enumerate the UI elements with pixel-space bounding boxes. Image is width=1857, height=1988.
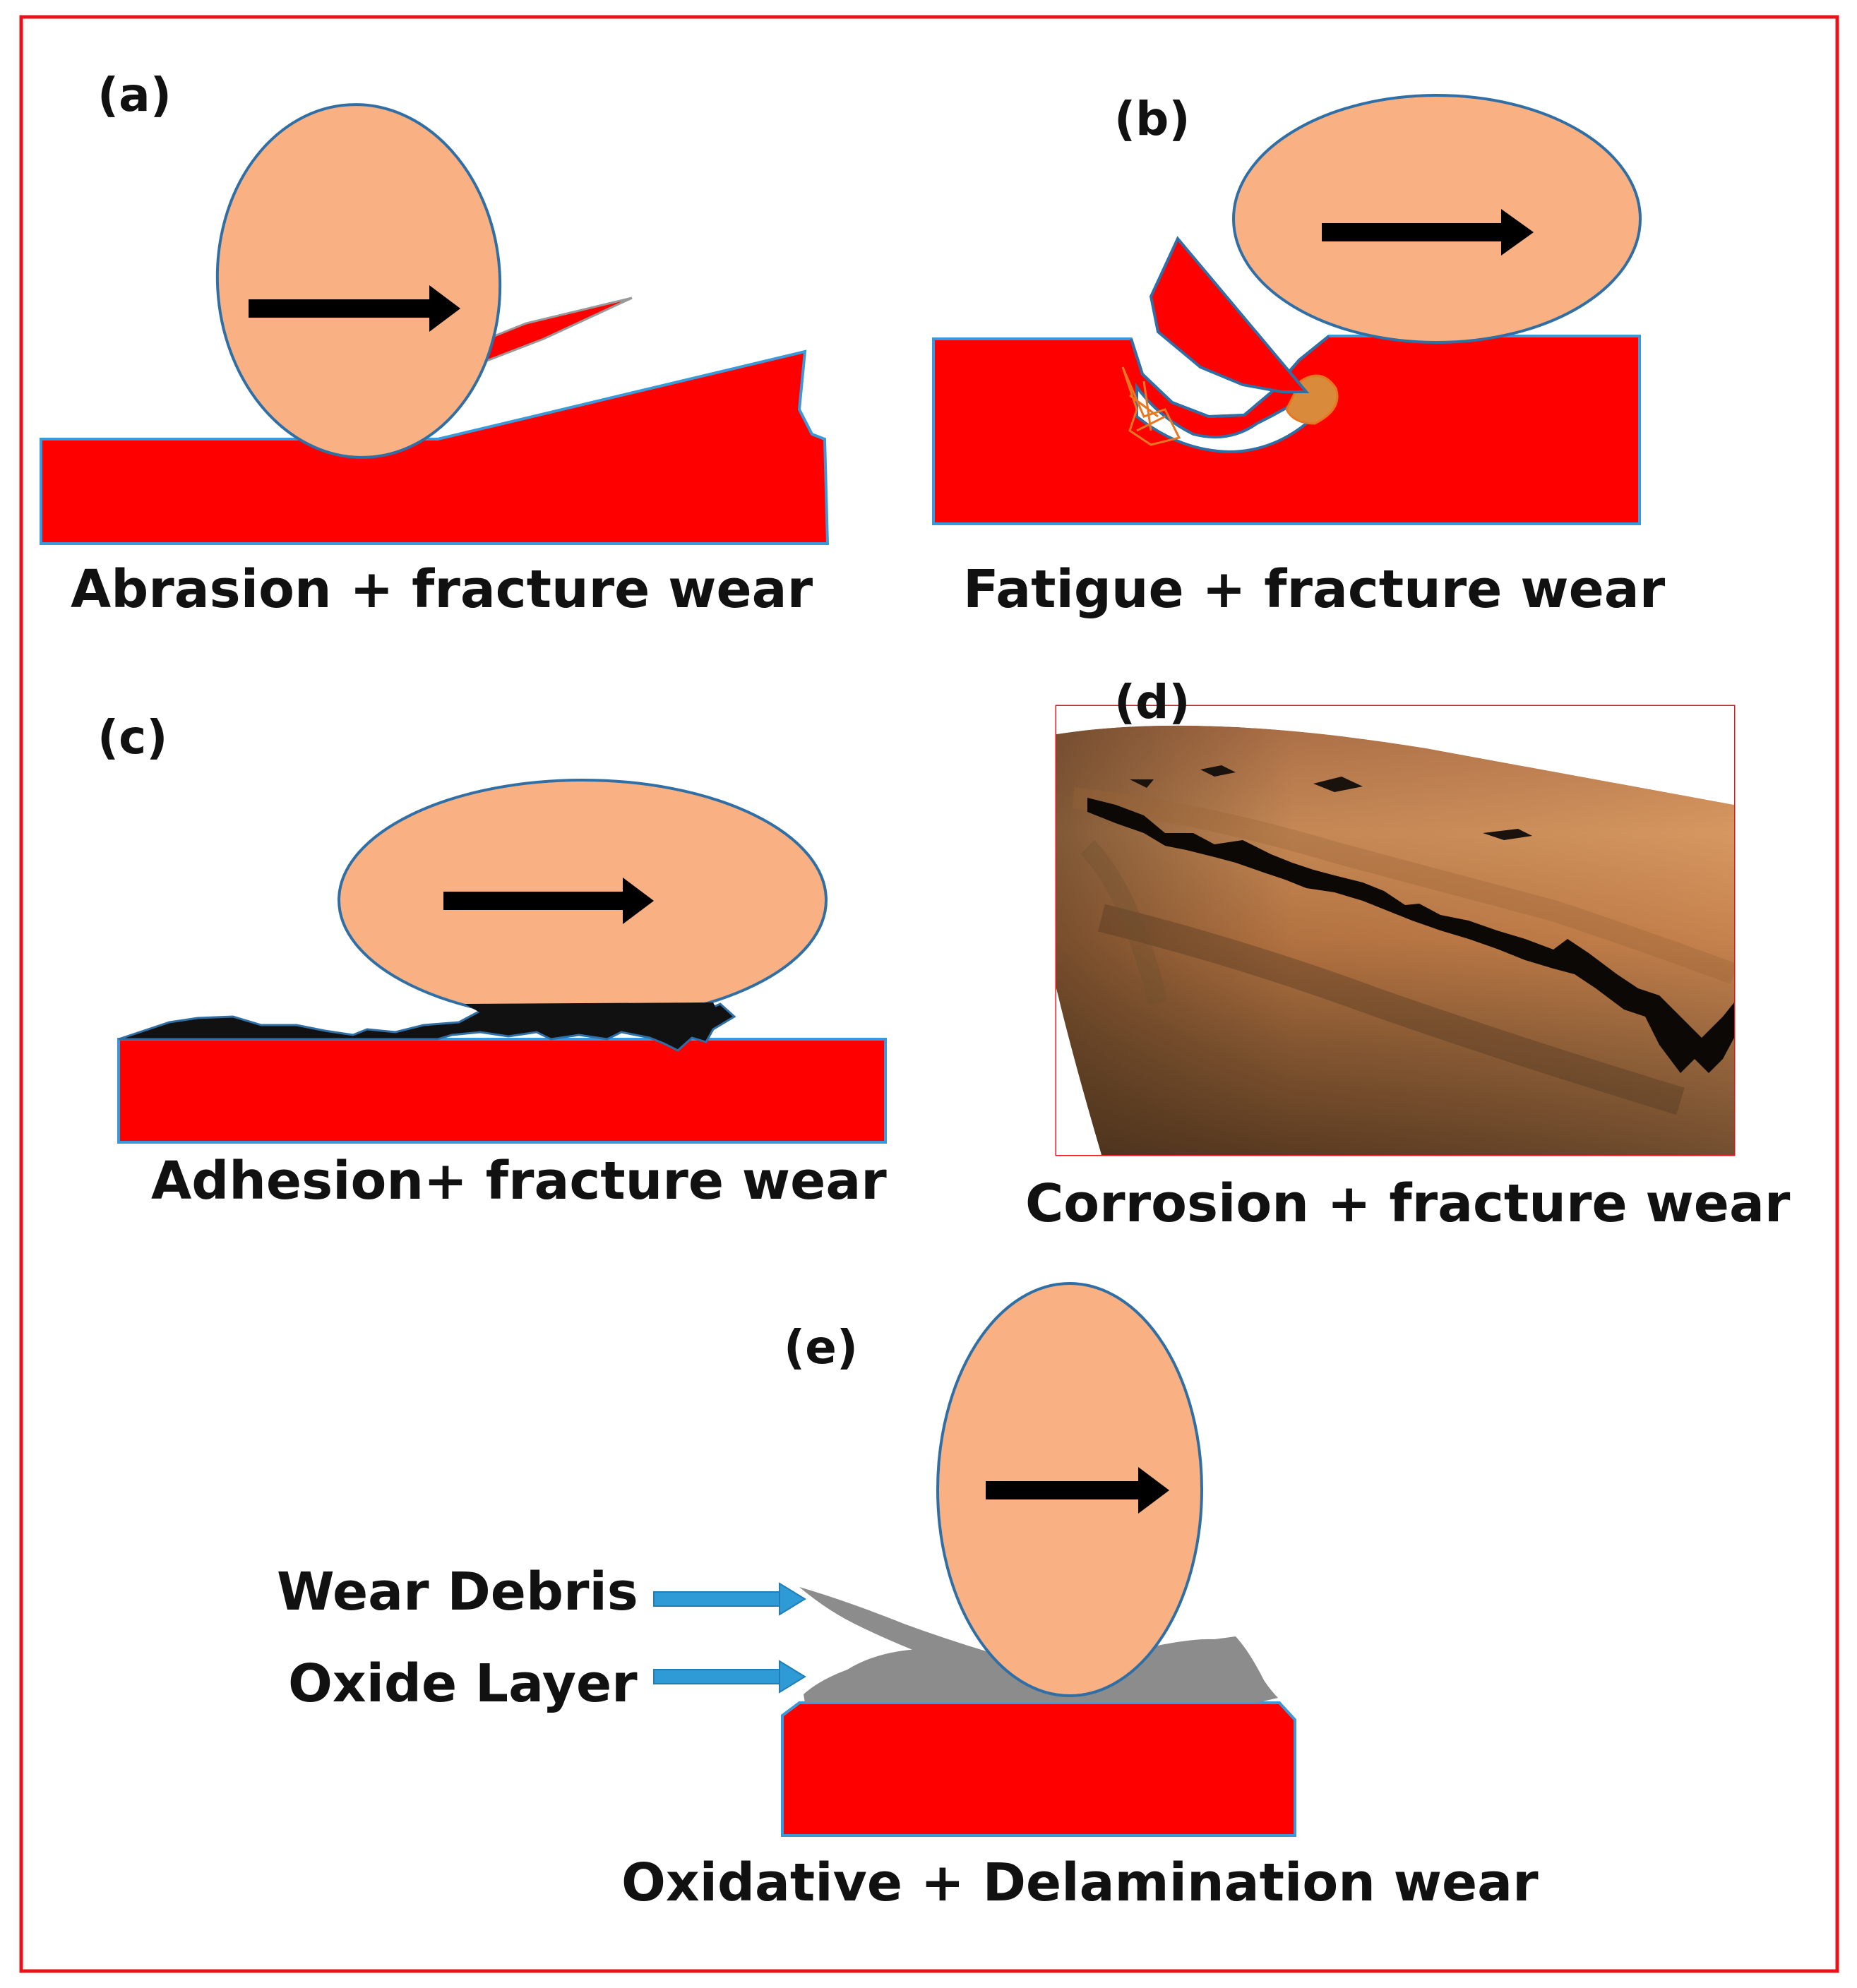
- wear-debris-callout-arrow: [653, 1582, 806, 1616]
- fractured-particle-b: [1149, 236, 1310, 393]
- callout-oxide-layer: Oxide Layer: [288, 1653, 638, 1714]
- panel-letter-b: (b): [1114, 92, 1190, 146]
- motion-arrow-b: [1322, 209, 1534, 256]
- callout-wear-debris: Wear Debris: [277, 1562, 638, 1622]
- wear-debris-e: [799, 1587, 989, 1667]
- panel-letter-c: (c): [97, 710, 168, 765]
- caption-b: Fatigue + fracture wear: [963, 559, 1666, 620]
- motion-arrow-e: [986, 1467, 1169, 1514]
- oxide-layer-callout-arrow: [653, 1660, 806, 1694]
- panel-letter-d: (d): [1114, 675, 1190, 729]
- corrosion-crack: [1087, 798, 1734, 1073]
- outer-frame: [19, 15, 1839, 1973]
- panel-letter-e: (e): [784, 1320, 859, 1375]
- motion-arrow-a: [249, 285, 460, 332]
- panel-a: [40, 103, 830, 545]
- panel-d: [1055, 705, 1736, 1156]
- panel-c: [117, 779, 887, 1144]
- crack-damage-left-b: [1121, 366, 1181, 446]
- substrate-c: [117, 1038, 887, 1144]
- panel-e: [653, 1282, 1296, 1837]
- panel-letter-a: (a): [97, 68, 172, 122]
- caption-c: Adhesion+ fracture wear: [151, 1151, 887, 1211]
- motion-arrow-c: [443, 878, 654, 924]
- contact-body-b: [1232, 94, 1642, 344]
- panel-b: [932, 94, 1642, 525]
- substrate-e: [781, 1701, 1296, 1837]
- adhered-transfer-c: [465, 1002, 720, 1029]
- substrate-a: [40, 349, 830, 545]
- caption-e: Oxidative + Delamination wear: [621, 1852, 1539, 1913]
- pit-outline-b: [1130, 335, 1330, 419]
- corroded-pipe-photo: [1056, 706, 1734, 1155]
- caption-a: Abrasion + fracture wear: [71, 559, 813, 620]
- contact-body-a: [215, 103, 502, 459]
- caption-d: Corrosion + fracture wear: [1025, 1173, 1791, 1234]
